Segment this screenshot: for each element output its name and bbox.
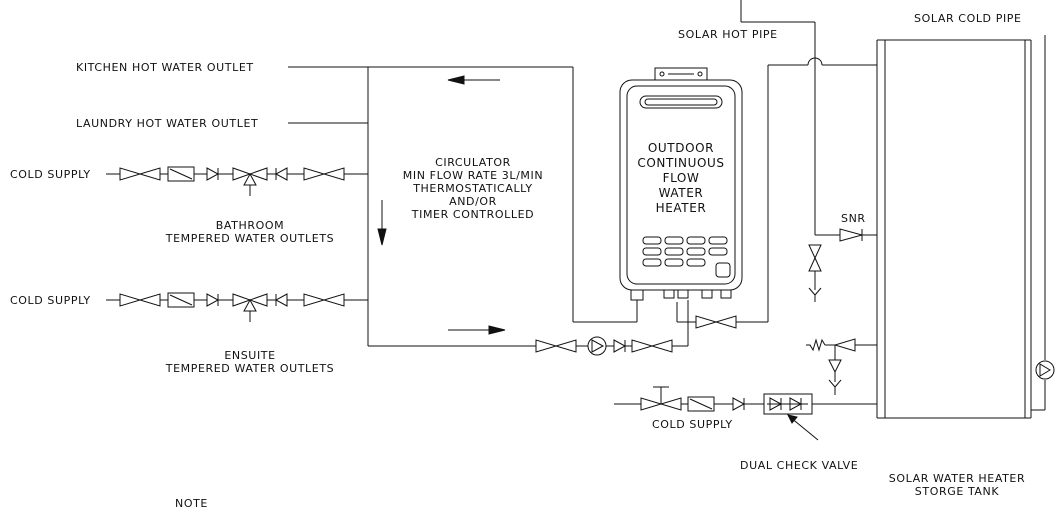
circulator-line-5: TIMER CONTROLLED bbox=[411, 208, 535, 221]
heater-line-1: OUTDOOR bbox=[647, 141, 715, 155]
ensuite-line-1: ENSUITE bbox=[224, 349, 276, 362]
ensuite-supply-line bbox=[106, 292, 368, 322]
tank-line-1: SOLAR WATER HEATER bbox=[888, 472, 1026, 485]
tank-cold-supply bbox=[614, 386, 877, 441]
laundry-outlet-label: LAUNDRY HOT WATER OUTLET bbox=[76, 117, 259, 130]
heater-line-2: CONTINUOUS bbox=[637, 156, 725, 170]
dual-check-valve-label: DUAL CHECK VALVE bbox=[740, 459, 859, 472]
solar-cold-pipe-label: SOLAR COLD PIPE bbox=[914, 12, 1022, 25]
circulator-line-4: AND/OR bbox=[449, 195, 497, 208]
cold-supply-label: COLD SUPPLY bbox=[10, 294, 91, 307]
snr-valve-line bbox=[815, 228, 877, 242]
heater-label: OUTDOOR CONTINUOUS FLOW WATER HEATER bbox=[629, 141, 733, 216]
circulator-line-2: MIN FLOW RATE 3L/MIN bbox=[402, 169, 544, 182]
bathroom-line-1: BATHROOM bbox=[215, 219, 285, 232]
snr-label: SNR bbox=[841, 212, 866, 225]
solar-hot-pipe-label: SOLAR HOT PIPE bbox=[678, 28, 778, 41]
ensuite-line-2: TEMPERED WATER OUTLETS bbox=[165, 362, 335, 375]
circulator-line-1: CIRCULATOR bbox=[435, 156, 511, 169]
cold-supply-label: COLD SUPPLY bbox=[652, 418, 733, 431]
heater-vents bbox=[642, 236, 728, 267]
storage-tank bbox=[876, 39, 1032, 419]
kitchen-outlet-label: KITCHEN HOT WATER OUTLET bbox=[76, 61, 254, 74]
water-heater-unit bbox=[619, 67, 743, 301]
cold-supply-label: COLD SUPPLY bbox=[10, 168, 91, 181]
bathroom-supply-line bbox=[106, 166, 368, 196]
heater-line-3: FLOW bbox=[662, 171, 700, 185]
tank-label: SOLAR WATER HEATER STORGE TANK bbox=[880, 472, 1034, 498]
relief-valve bbox=[806, 338, 877, 395]
solar-cold-pipe bbox=[1031, 35, 1055, 411]
bathroom-label: BATHROOM TEMPERED WATER OUTLETS bbox=[150, 219, 350, 245]
bathroom-line-2: TEMPERED WATER OUTLETS bbox=[165, 232, 335, 245]
ensuite-label: ENSUITE TEMPERED WATER OUTLETS bbox=[150, 349, 350, 375]
drain-valve bbox=[808, 244, 822, 302]
circulator-line-3: THERMOSTATICALLY bbox=[413, 182, 533, 195]
tank-line-2: STORGE TANK bbox=[914, 485, 1000, 498]
tank-to-heater-pipe bbox=[676, 57, 877, 329]
heater-line-4: WATER bbox=[658, 186, 704, 200]
circulator-label: CIRCULATOR MIN FLOW RATE 3L/MIN THERMOST… bbox=[383, 156, 563, 221]
heater-line-5: HEATER bbox=[655, 201, 707, 215]
